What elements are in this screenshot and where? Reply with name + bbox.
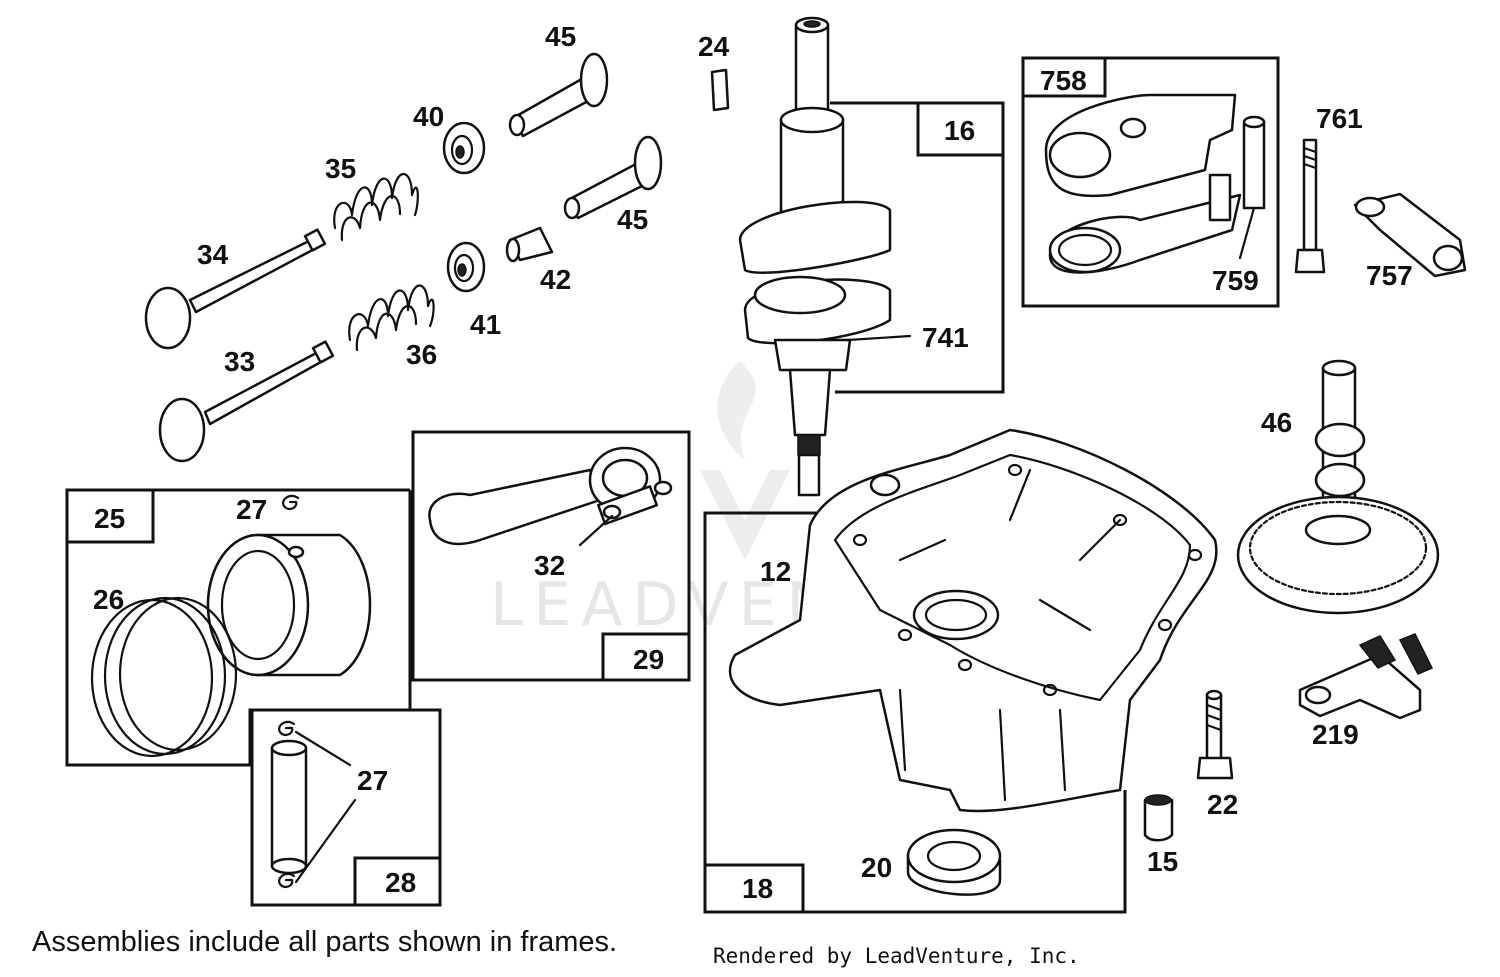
camshaft-46	[1236, 359, 1440, 615]
oil-seal-20	[906, 828, 1002, 896]
frame-18	[703, 511, 1127, 914]
bolt-761	[1294, 138, 1326, 274]
rings-26	[90, 596, 238, 758]
callout-20: 20	[861, 852, 892, 883]
callout-45-lower: 45	[617, 204, 648, 235]
callout-25: 25	[94, 503, 125, 534]
callout-29: 29	[633, 644, 664, 675]
callout-22: 22	[1207, 789, 1238, 820]
spring-36	[348, 284, 435, 352]
callout-35: 35	[325, 153, 356, 184]
callout-759: 759	[1212, 265, 1259, 296]
callout-758: 758	[1040, 65, 1087, 96]
rendered-by: Rendered by LeadVenture, Inc.	[713, 944, 1080, 968]
callout-15: 15	[1147, 846, 1178, 877]
key-24	[710, 68, 730, 112]
callout-45-upper: 45	[545, 21, 576, 52]
tappet-45-lower	[563, 135, 663, 220]
retainer-41	[446, 241, 486, 293]
valve-33	[158, 340, 335, 463]
frame-28	[250, 708, 442, 907]
dowel-759	[1238, 115, 1266, 260]
callout-33: 33	[224, 346, 255, 377]
callout-34: 34	[197, 239, 229, 270]
callout-42: 42	[540, 264, 571, 295]
spring-35	[333, 173, 419, 242]
callout-28: 28	[385, 867, 416, 898]
frame-758	[1021, 56, 1280, 308]
plug-15	[1143, 794, 1174, 842]
bolt-22	[1196, 689, 1234, 780]
callout-757: 757	[1366, 260, 1413, 291]
retainer-40	[442, 121, 486, 175]
callout-12: 12	[760, 556, 791, 587]
callout-18: 18	[742, 873, 773, 904]
callout-41: 41	[470, 309, 501, 340]
callout-741: 741	[922, 322, 969, 353]
callout-24: 24	[698, 31, 730, 62]
leader-741	[846, 334, 912, 342]
frame-16	[830, 101, 1005, 394]
connecting-rod-29	[428, 446, 673, 547]
piston-25	[206, 533, 372, 677]
connecting-rod-757	[1353, 192, 1467, 278]
callout-labels: 45 24 40 35 45 34 42 33 36 41 16 741 758…	[93, 21, 1413, 904]
callout-27-lower: 27	[357, 765, 388, 796]
callout-761: 761	[1316, 103, 1363, 134]
crankcase-12	[728, 428, 1218, 813]
callout-46: 46	[1261, 407, 1292, 438]
crankshaft-16	[738, 16, 892, 497]
frame-29	[411, 430, 691, 682]
callout-27-upper: 27	[236, 494, 267, 525]
collet-42	[505, 226, 554, 263]
wrist-pin-28	[270, 720, 357, 889]
callout-32: 32	[534, 550, 565, 581]
crankcase-cover-758	[1044, 93, 1242, 274]
tappet-45-upper	[508, 52, 609, 138]
callout-16: 16	[944, 115, 975, 146]
callout-40: 40	[413, 101, 444, 132]
callout-219: 219	[1312, 719, 1359, 750]
assemblies-note: Assemblies include all parts shown in fr…	[32, 926, 618, 958]
callout-36: 36	[406, 339, 437, 370]
valve-34	[144, 228, 327, 350]
callout-26: 26	[93, 584, 124, 615]
governor-219	[1298, 633, 1434, 720]
clip-27-upper	[282, 494, 300, 511]
